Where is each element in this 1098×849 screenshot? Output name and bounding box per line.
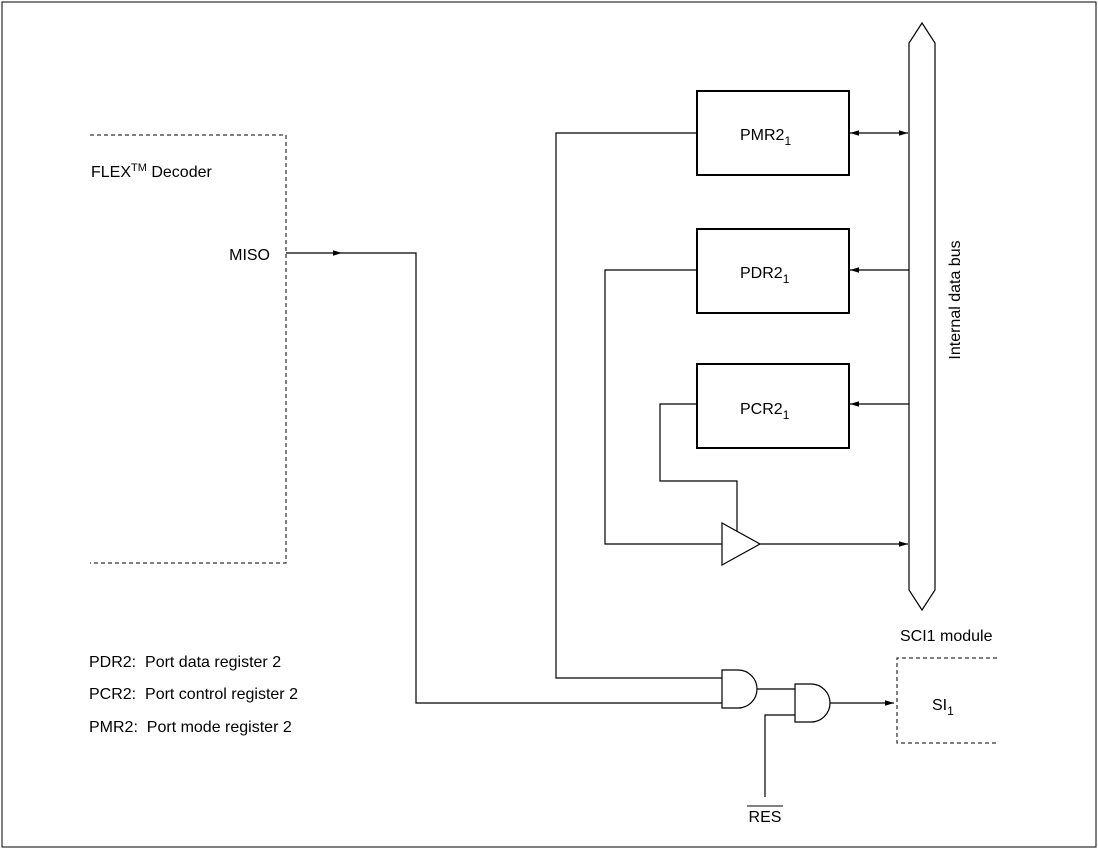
reset-wire <box>764 714 795 797</box>
miso-label: MISO <box>229 247 270 264</box>
pmr2-register: PMR21 <box>696 90 850 176</box>
legend-pmr2: PMR2: Port mode register 2 <box>89 719 292 736</box>
miso-wire <box>342 252 722 704</box>
pdr2-register: PDR21 <box>696 228 850 314</box>
and-gate-1 <box>721 669 758 709</box>
pdr2-label: PDR21 <box>740 265 790 286</box>
pcr2-label: PCR21 <box>740 401 790 422</box>
sci1-module-title: SCI1 module <box>900 628 993 645</box>
and-gate-2 <box>794 683 831 723</box>
flex-decoder-block: FLEXTM Decoder MISO <box>90 134 287 564</box>
pmr2-label: PMR21 <box>740 127 791 148</box>
legend-pcr2: PCR2: Port control register 2 <box>89 686 298 703</box>
res-label: RES <box>749 809 782 826</box>
internal-data-bus: Internal data bus <box>908 21 964 612</box>
bus-label: Internal data bus <box>947 240 964 359</box>
reset-signal: RES <box>747 805 783 826</box>
si1-label: SI1 <box>932 697 954 718</box>
flex-decoder-label: FLEXTM Decoder <box>91 162 213 181</box>
sci1-module: SCI1 module SI1 <box>896 628 997 744</box>
legend: PDR2: Port data register 2 PCR2: Port co… <box>89 654 298 736</box>
pcr2-register: PCR21 <box>696 363 850 449</box>
pcr2-enable-wire <box>659 403 738 535</box>
pmr2-output-wire <box>555 132 722 679</box>
pdr2-output-wire <box>604 269 722 545</box>
tristate-buffer <box>721 521 762 567</box>
legend-pdr2: PDR2: Port data register 2 <box>89 654 281 671</box>
